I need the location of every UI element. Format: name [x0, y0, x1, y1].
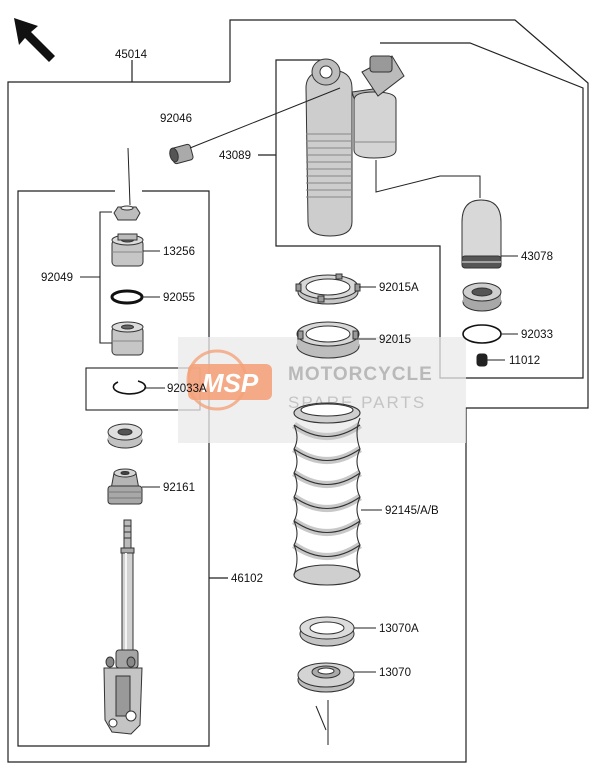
label-92015A: 92015A: [379, 282, 419, 294]
part-13070-collar: [297, 662, 355, 693]
label-11012: 11012: [509, 355, 540, 367]
part-11012-valve-cap: [476, 353, 488, 367]
label-13070: 13070: [379, 667, 411, 679]
assembly-outline-45014: [7, 19, 589, 763]
leader-top-nut: [127, 147, 131, 206]
part-46102-piston-rod: [103, 519, 143, 735]
label-13256: 13256: [163, 246, 195, 258]
part-92055-oring: [110, 289, 144, 305]
label-92145: 92145/A/B: [385, 505, 439, 517]
arrow-up-left-icon: [14, 18, 55, 62]
leader-bottom-center: [315, 700, 329, 745]
part-bushing-lower: [111, 321, 144, 356]
label-13070A: 13070A: [379, 623, 419, 635]
svg-text:MOTORCYCLE: MOTORCYCLE: [288, 364, 433, 385]
part-43078-bladder: [461, 199, 502, 269]
label-46102: 46102: [231, 573, 263, 585]
label-92033A: 92033A: [167, 383, 207, 395]
part-92145-spring: [292, 402, 362, 586]
part-washer: [107, 423, 143, 449]
label-43078: 43078: [521, 251, 553, 263]
part-92161-bump-stop: [107, 468, 143, 505]
watermark-logo: [188, 364, 272, 400]
label-45014: 45014: [115, 49, 148, 61]
watermark: MSP MOTORCYCLE SPARE PARTS: [178, 337, 466, 443]
part-13070A-seat: [299, 616, 355, 647]
label-92055: 92055: [163, 292, 195, 304]
leader-reservoir: [375, 160, 481, 198]
part-43089-shock-body: [305, 55, 405, 237]
part-reservoir-cap: [462, 282, 502, 312]
part-92015A-locknut: [295, 273, 361, 305]
label-leaders: [142, 250, 518, 673]
label-92161: 92161: [163, 482, 195, 494]
label-43089: 43089: [219, 150, 251, 162]
part-92046-bearing: [169, 143, 194, 165]
leader-92046: [189, 87, 341, 149]
inner-outline-46102: [17, 190, 228, 747]
label-92046: 92046: [160, 113, 192, 125]
part-nut: [113, 205, 141, 221]
part-92033-circlip: [462, 324, 502, 344]
bracket-92049: [80, 211, 112, 344]
part-92015-adjuster: [296, 321, 360, 359]
part-92033A-circlip: [112, 380, 147, 395]
label-92049: 92049: [41, 272, 73, 284]
svg-text:MSP: MSP: [202, 368, 259, 398]
part-13256: [111, 233, 144, 267]
label-92015: 92015: [379, 334, 411, 346]
part-labels: 45014 92046 43089 13256 92049 92055 9203…: [41, 49, 553, 679]
label-92033: 92033: [521, 329, 553, 341]
